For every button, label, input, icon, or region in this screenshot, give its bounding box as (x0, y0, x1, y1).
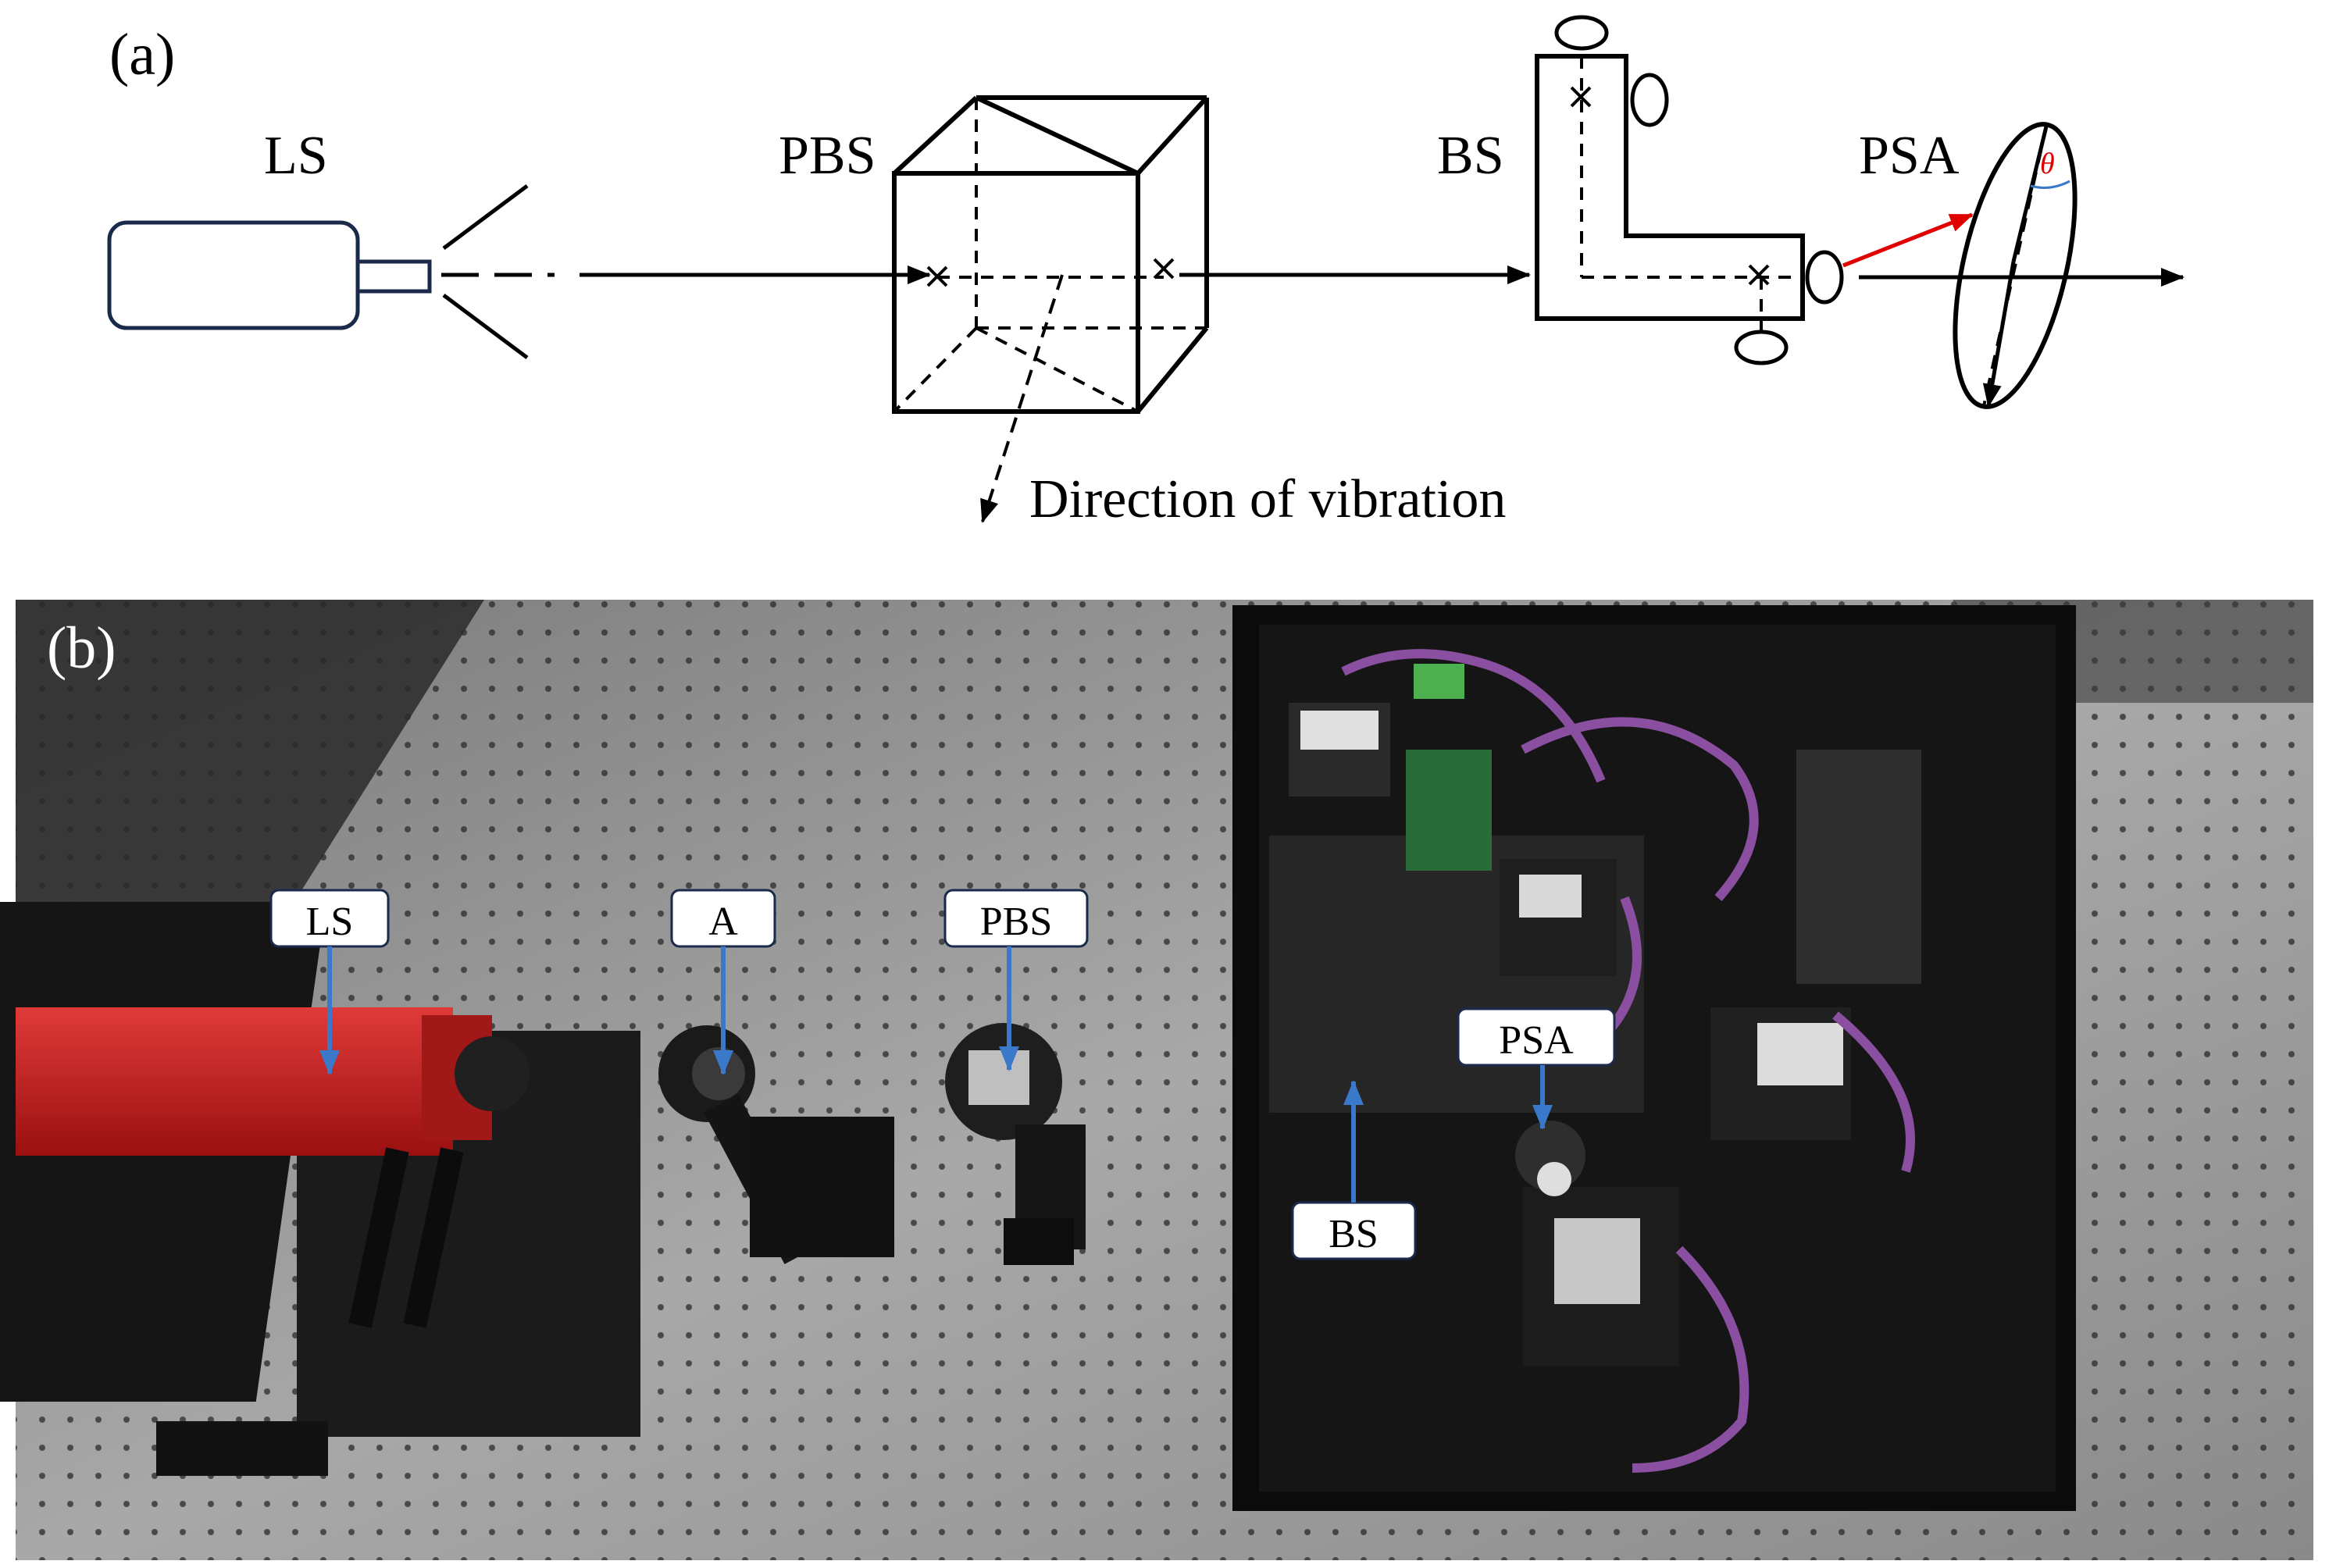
callout-bs: BS (1291, 1080, 1417, 1260)
theta-symbol: θ (2040, 148, 2055, 180)
callout-ls-text: LS (306, 900, 354, 944)
bs-cross-marks (1570, 86, 1770, 286)
terminal-green (1414, 664, 1464, 699)
callout-a-text: A (708, 900, 738, 944)
vibration-direction-arrow (980, 274, 1064, 523)
camera-bottom-label (1554, 1218, 1640, 1304)
callout-bs-text: BS (1329, 1212, 1378, 1256)
callout-a: A (670, 889, 776, 1075)
polarizer-a-inner (692, 1047, 745, 1100)
callout-psa-box (1457, 1007, 1616, 1067)
camera-right-label (1757, 1023, 1843, 1085)
laser-aperture (455, 1036, 530, 1111)
callout-ls: LS (269, 889, 390, 1075)
theta-arc (2030, 180, 2070, 189)
panel-b-label: (b) (47, 615, 116, 681)
panel-a-label: (a) (109, 22, 175, 87)
rail-right (1796, 750, 1921, 984)
pbs-cube-diagram (892, 95, 1209, 414)
pbs-mount-base (1004, 1218, 1074, 1265)
psa-axis-solid (1982, 261, 2016, 408)
vibration-label: Direction of vibration (1029, 469, 1506, 529)
lens-bottom-glow (1537, 1162, 1571, 1196)
pcb-green (1406, 750, 1492, 871)
ls-label: LS (264, 126, 328, 186)
bs-detector-ellipses (1554, 15, 1844, 365)
beam-spread-lines (441, 184, 555, 360)
pbs-cross-marks (926, 258, 1175, 287)
callout-psa: PSA (1457, 1007, 1616, 1130)
panel-a: (a) LS (107, 15, 2185, 529)
camera-middle-label (1519, 875, 1582, 918)
purple-cables (1341, 649, 1915, 1473)
laser-clamp (156, 1421, 328, 1476)
callout-pbs-text: PBS (980, 900, 1053, 944)
psa-label: PSA (1859, 126, 1960, 186)
pbs-hidden-edges (893, 98, 1207, 413)
laser-source (16, 1007, 453, 1156)
panel-b-photo (0, 600, 2313, 1560)
bs-body-diagram (1535, 54, 1805, 321)
bs-internal-path (1580, 56, 1803, 337)
laser-rods (348, 1147, 464, 1328)
callout-psa-text: PSA (1499, 1018, 1574, 1063)
bs-label: BS (1437, 126, 1504, 186)
light-source-diagram (107, 220, 432, 330)
polarizer-a-base (750, 1117, 894, 1257)
psa-axis-solid-upper (2011, 126, 2049, 262)
pbs-label: PBS (779, 126, 876, 186)
pbs-cube-photo (968, 1050, 1029, 1105)
camera-top-label (1300, 711, 1378, 750)
callout-pbs: PBS (943, 889, 1089, 1071)
red-arrow-to-psa (1842, 212, 1974, 268)
callout-pbs-box (943, 889, 1089, 948)
